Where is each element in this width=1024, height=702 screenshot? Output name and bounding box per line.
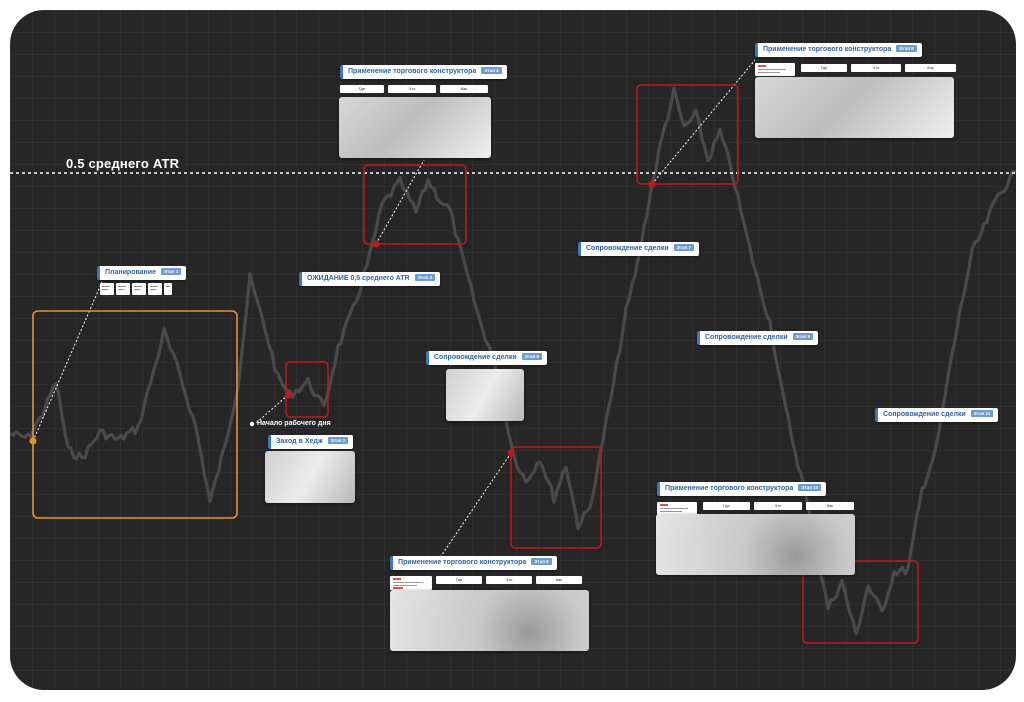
atr-entry-point: [372, 240, 380, 248]
zone-box-low: [510, 446, 602, 549]
zone-box-atr-high: [363, 164, 467, 245]
constructor-bottom-right-doc: [657, 502, 697, 515]
stage-badge: Этап 3: [414, 274, 436, 281]
start-day-label: Начало рабочего дня: [257, 420, 331, 427]
constructor-top-tabs: Где Что Как: [340, 85, 488, 93]
tab-how[interactable]: Как: [440, 85, 488, 93]
tab-what[interactable]: Что: [486, 576, 532, 584]
stage-badge: Этап 1: [160, 268, 182, 275]
stage-badge: Этап 2: [327, 437, 349, 444]
price-chart-canvas: [10, 59, 1016, 644]
tab-what[interactable]: Что: [754, 502, 802, 510]
tab-what[interactable]: Что: [851, 64, 901, 72]
constructor-bottom-doc: [390, 576, 432, 590]
tab-how[interactable]: Как: [806, 502, 854, 510]
constructor-top-right-tabs: Где Что Как: [801, 64, 956, 72]
constructor-top-right-doc: [755, 63, 795, 76]
tab-where[interactable]: Где: [340, 85, 384, 93]
tab-how[interactable]: Как: [905, 64, 956, 72]
stage-badge: Этап 4: [481, 67, 502, 74]
constructor-bottom-right-tabs: Где Что Как: [703, 502, 854, 510]
stage-badge: Этап 5: [521, 353, 543, 360]
stage-badge: Этап 7: [673, 244, 695, 251]
stage-badge: Этап 9: [792, 333, 814, 340]
connector-constructor-bottom: [436, 452, 512, 563]
zone-box-bottom-right: [802, 560, 919, 644]
tab-what[interactable]: Что: [388, 85, 436, 93]
constructor-bottom-right-thumbnail: [656, 514, 855, 575]
planning-zone-box: [32, 310, 238, 519]
support-mid-thumbnail: [446, 369, 524, 421]
peak-entry-point: [648, 180, 656, 188]
zone-box-start: [285, 361, 329, 418]
low-entry-point: [507, 449, 515, 457]
price-line: [10, 86, 1016, 636]
tab-where[interactable]: Где: [436, 576, 482, 584]
connector-lines: [32, 59, 756, 563]
connector-constructor-top: [375, 159, 425, 245]
stage-badge: Этап 6: [531, 558, 552, 565]
entry-point: [284, 391, 292, 399]
stage-badge: Этап 8: [896, 45, 917, 52]
connector-constructor-top-right: [651, 59, 756, 185]
chart-board: 0.5 среднего ATR Начало рабочего дня Пла…: [10, 10, 1016, 690]
constructor-bottom-tabs: Где Что Как: [436, 576, 582, 584]
constructor-top-right-thumbnail: [755, 77, 954, 138]
start-day-point: [249, 421, 255, 427]
tab-how[interactable]: Как: [536, 576, 582, 584]
entry-thumbnail: [265, 451, 355, 503]
tab-where[interactable]: Где: [801, 64, 847, 72]
connector-planning: [32, 281, 103, 442]
planning-point: [29, 437, 37, 445]
atr-level-label: 0.5 среднего ATR: [66, 156, 180, 171]
constructor-bottom-thumbnail: [390, 590, 589, 651]
constructor-top-thumbnail: [339, 97, 491, 158]
tab-where[interactable]: Где: [703, 502, 750, 510]
stage-badge: Этап 10: [798, 484, 822, 491]
zone-box-peak: [636, 84, 739, 185]
connector-start: [254, 394, 289, 425]
stage-badge: Этап 11: [970, 410, 994, 417]
